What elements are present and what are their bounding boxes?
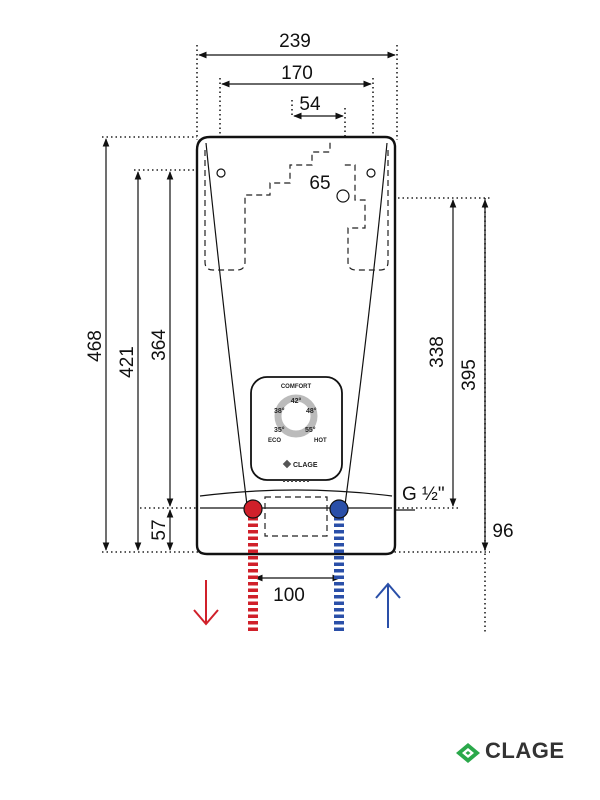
panel-brand-icon [282, 459, 292, 469]
dim-pipe-spacing: 100 [273, 585, 305, 606]
panel-brand: CLAGE [293, 462, 318, 469]
clage-logo-text: CLAGE [485, 738, 565, 763]
dimension-labels: 239 170 54 65 100 96 G ½" 468 421 364 57… [85, 31, 514, 606]
dim-height-96: 96 [492, 521, 513, 542]
dim-thread: G ½" [402, 484, 445, 505]
arrow-down-icon [193, 580, 219, 626]
dim-height-364: 364 [149, 329, 170, 361]
cold-water-pipe [329, 499, 349, 633]
interior-hidden-lines [204, 140, 389, 271]
dim-width-mount: 170 [281, 63, 313, 84]
heater-body [195, 135, 397, 556]
dim-width-overall: 239 [279, 31, 311, 52]
panel-hot-label: HOT [314, 438, 327, 444]
panel-temp-55: 55° [305, 426, 316, 434]
dim-height-468: 468 [85, 330, 106, 362]
dim-height-57: 57 [149, 519, 170, 540]
dim-height-421: 421 [117, 346, 138, 378]
arrow-up-icon [375, 582, 401, 628]
clage-logo-icon [456, 743, 480, 763]
panel-temp-38: 38° [274, 407, 285, 415]
hot-water-pipe [243, 499, 263, 633]
control-panel: COMFORT 42° 38° 48° 35° 55° ECO HOT CLAG… [250, 376, 343, 482]
dim-offset-54: 54 [299, 94, 321, 115]
clage-logo: CLAGE [455, 738, 575, 768]
panel-eco-label: ECO [268, 438, 281, 444]
dim-height-395: 395 [459, 359, 480, 391]
dim-offset-65: 65 [309, 173, 330, 194]
panel-temp-35: 35° [274, 426, 285, 434]
dim-height-338: 338 [427, 336, 448, 368]
dimension-lines [102, 51, 489, 582]
panel-temp-42: 42° [291, 397, 302, 405]
panel-temp-48: 48° [306, 407, 317, 415]
panel-comfort-label: COMFORT [281, 384, 312, 390]
